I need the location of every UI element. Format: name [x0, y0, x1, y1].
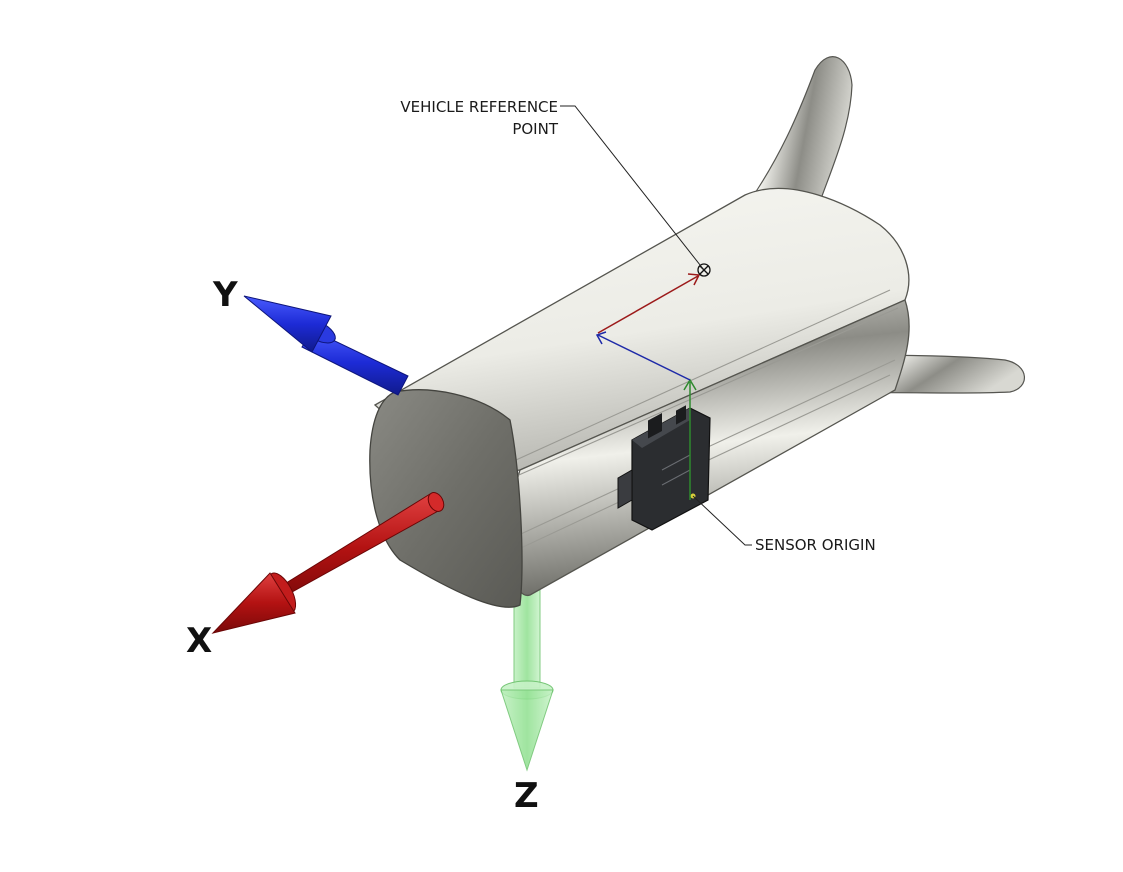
x-axis-arrow — [211, 492, 445, 634]
x-axis-label: X — [186, 621, 212, 661]
vehicle-end-face — [369, 389, 523, 608]
sensor-origin-label: SENSOR ORIGIN — [755, 536, 876, 554]
vehicle-reference-label-line2: POINT — [512, 120, 558, 138]
y-axis-arrow — [243, 295, 409, 396]
leader-lines — [560, 105, 752, 546]
z-axis-arrow — [500, 587, 554, 772]
y-axis-label: Y — [212, 275, 238, 315]
vehicle-reference-label-line1: VEHICLE REFERENCE — [400, 98, 558, 116]
sensor-frame-arrows — [595, 273, 701, 500]
z-axis-label: Z — [514, 776, 539, 816]
